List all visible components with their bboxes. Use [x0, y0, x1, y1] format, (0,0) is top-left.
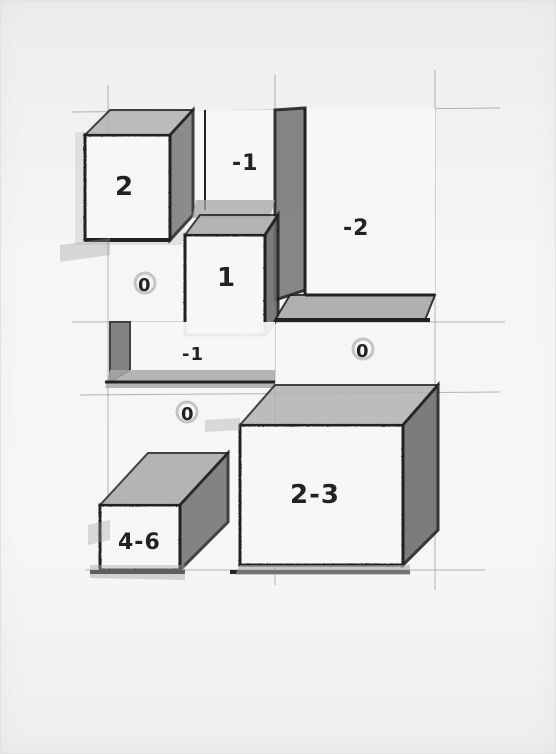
label-top-middle: -1 [232, 151, 258, 176]
label-middle-cube: 1 [217, 263, 236, 293]
label-bottom-right-cube: 2-3 [290, 480, 340, 510]
cube-bottom-left [90, 453, 228, 580]
label-bottom-left-cube: 4-6 [118, 530, 161, 555]
label-middle-left-lower: -1 [182, 344, 204, 365]
label-top-left-cube: 2 [115, 172, 134, 202]
label-middle-right: 0 [356, 341, 370, 362]
label-center-lower: 0 [181, 404, 195, 425]
label-top-right: -2 [343, 216, 369, 241]
label-middle-left: 0 [138, 275, 152, 296]
